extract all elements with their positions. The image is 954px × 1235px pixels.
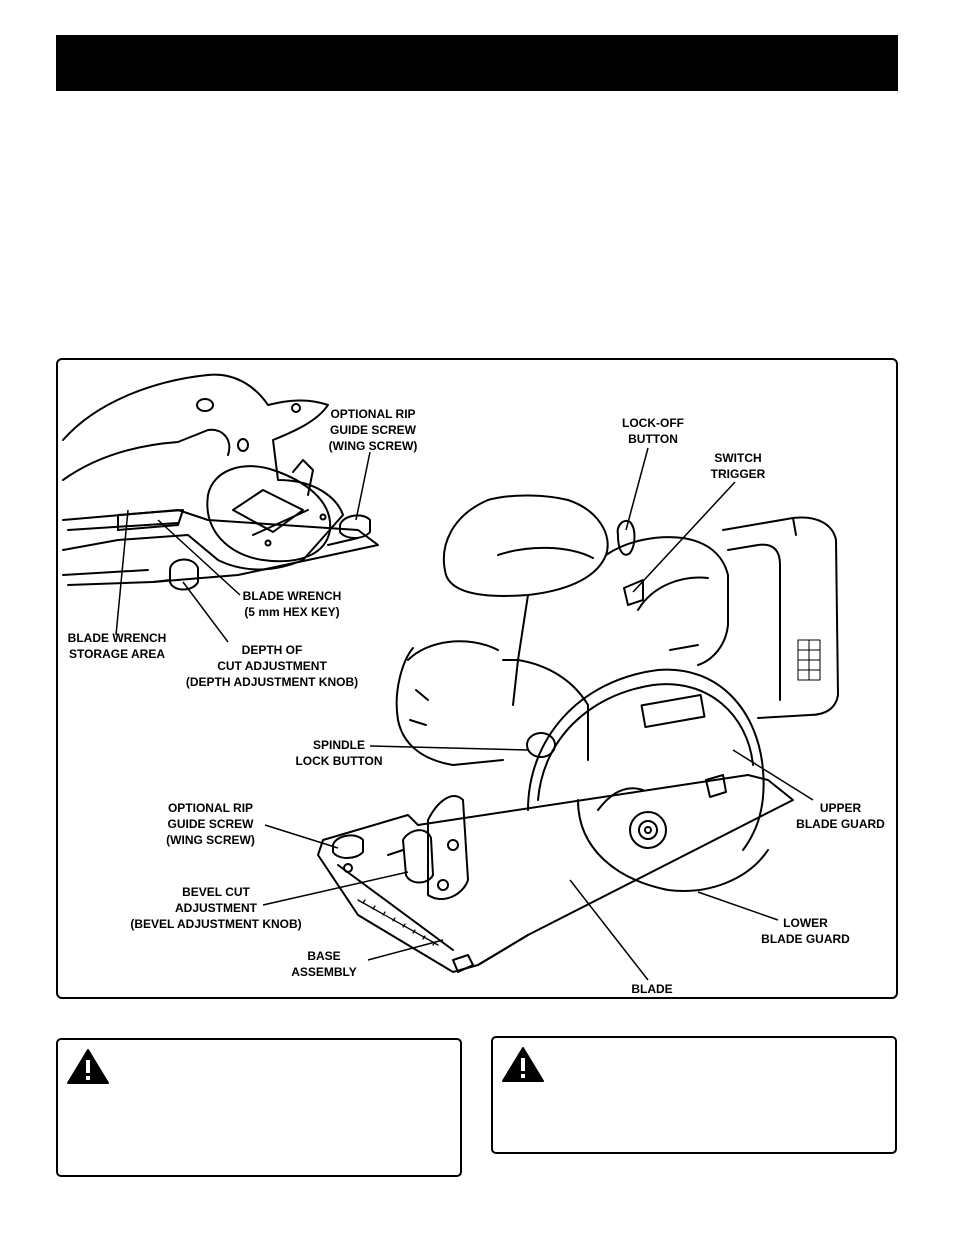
saw-line-art (62, 373, 839, 981)
label-blade-wrench: BLADE WRENCH (5 mm HEX KEY) (242, 589, 342, 619)
leader-rip-guide-top (355, 451, 371, 521)
warning-triangle-icon (502, 1047, 544, 1082)
leader-lower-blade-guard (697, 891, 779, 921)
header-bar (56, 35, 898, 91)
label-blade: BLADE (631, 982, 673, 996)
leader-lock-off (625, 447, 649, 531)
leader-bevel-cut (262, 871, 409, 906)
leader-rip-guide-bottom (264, 824, 339, 849)
saw-diagram: OPTIONAL RIP GUIDE SCREW (WING SCREW) LO… (56, 358, 898, 999)
label-blade-wrench-storage: BLADE WRENCH STORAGE AREA (67, 631, 167, 661)
label-lock-off-button: LOCK-OFF BUTTON (622, 416, 684, 446)
label-depth-of-cut: DEPTH OF CUT ADJUSTMENT (DEPTH ADJUSTMEN… (185, 643, 359, 689)
leader-spindle-lock (369, 745, 529, 751)
warning-box-left (56, 1038, 462, 1177)
leader-base-assembly (367, 939, 444, 961)
leader-blade-wrench (157, 519, 241, 596)
leader-upper-blade-guard (732, 749, 814, 801)
label-spindle-lock: SPINDLE LOCK BUTTON (295, 738, 383, 768)
label-upper-blade-guard: UPPER BLADE GUARD (796, 801, 885, 831)
label-rip-guide-screw-bottom: OPTIONAL RIP GUIDE SCREW (WING SCREW) (166, 801, 255, 847)
label-switch-trigger: SWITCH TRIGGER (710, 451, 766, 481)
label-base-assembly: BASE ASSEMBLY (291, 949, 357, 979)
warning-triangle-icon (67, 1049, 109, 1084)
leader-switch-trigger (632, 481, 736, 593)
label-lower-blade-guard: LOWER BLADE GUARD (761, 916, 850, 946)
leader-blade (569, 879, 649, 981)
main-saw-view (317, 494, 839, 973)
leader-depth-of-cut (182, 581, 229, 643)
label-rip-guide-screw-top: OPTIONAL RIP GUIDE SCREW (WING SCREW) (328, 407, 418, 453)
leader-blade-wrench-storage (115, 509, 129, 636)
label-bevel-cut: BEVEL CUT ADJUSTMENT (BEVEL ADJUSTMENT K… (130, 885, 302, 931)
inset-saw-view (62, 373, 379, 591)
warning-box-right (491, 1036, 897, 1154)
